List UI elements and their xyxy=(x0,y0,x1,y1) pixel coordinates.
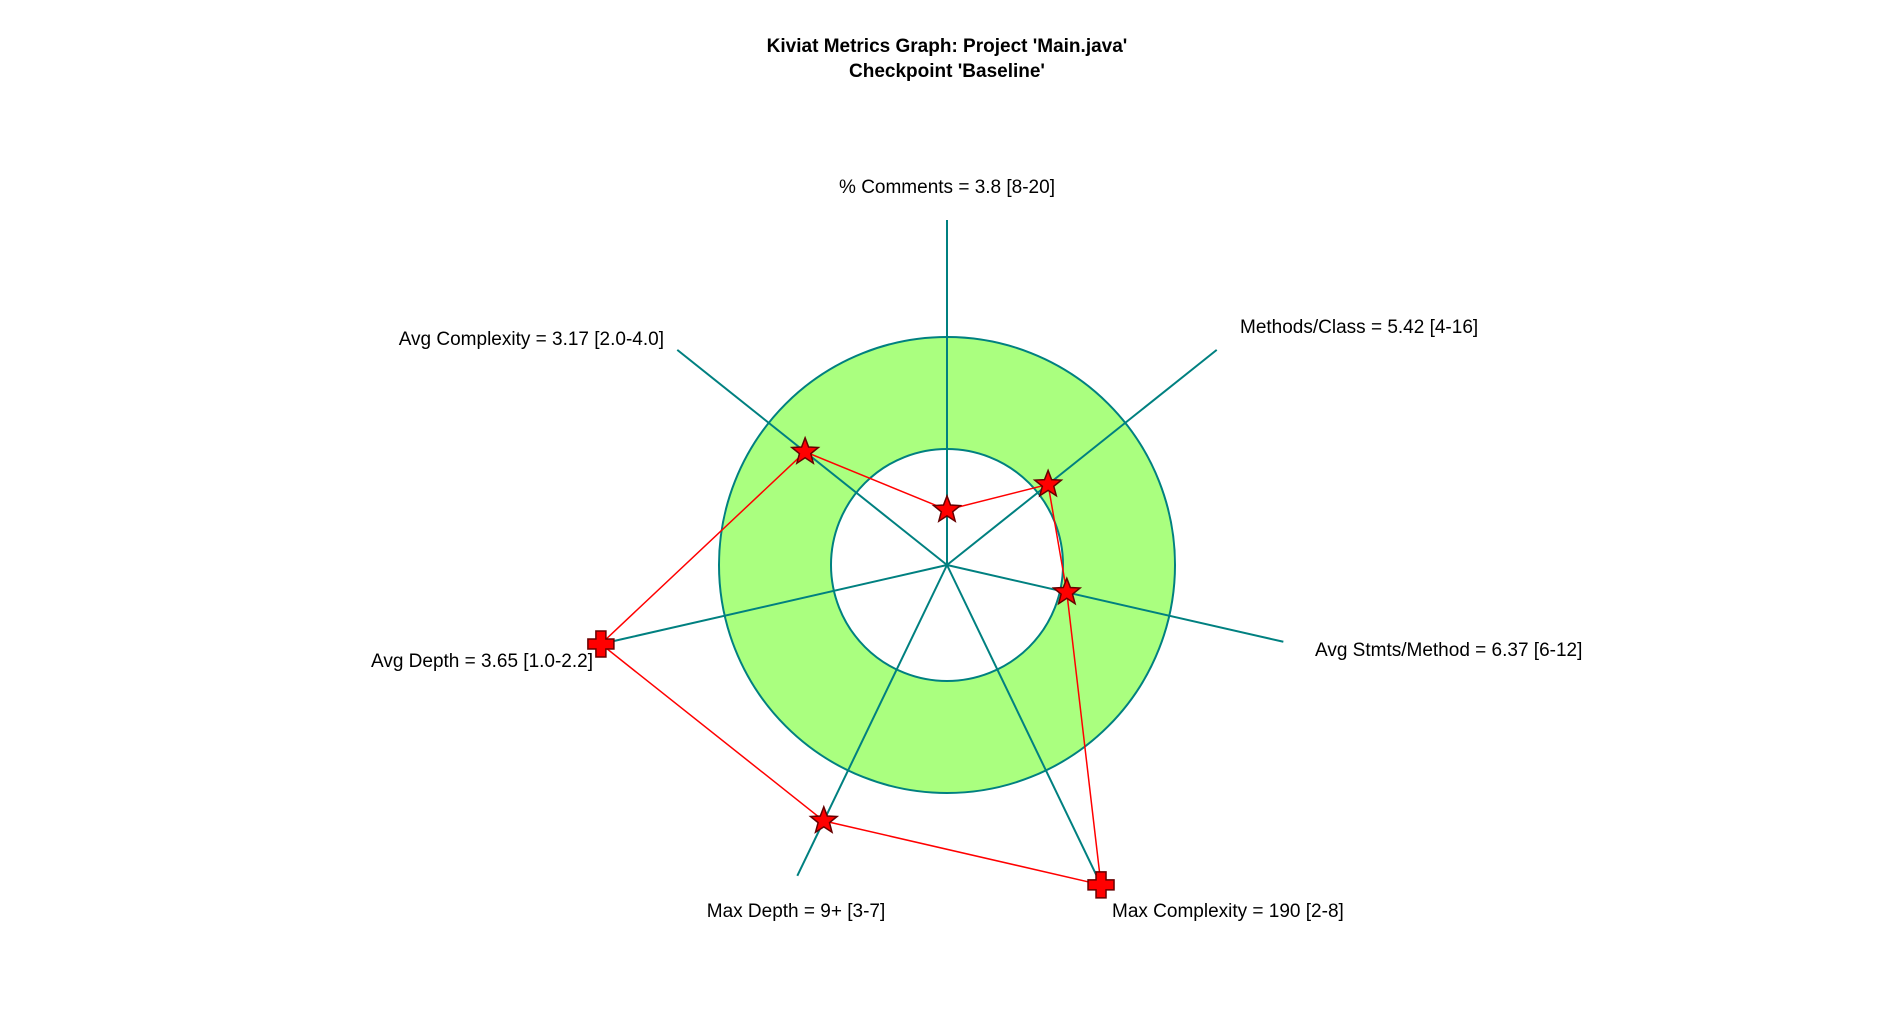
value-marker-cross xyxy=(587,630,615,658)
axis-label: Max Complexity = 190 [2-8] xyxy=(1112,901,1344,922)
axis-line xyxy=(946,564,1098,877)
value-marker-cross xyxy=(1087,871,1115,899)
axis-line xyxy=(946,564,1284,643)
axis-label: % Comments = 3.8 [8-20] xyxy=(839,177,1055,198)
axis-line xyxy=(946,349,1218,566)
markers-layer xyxy=(587,435,1115,899)
value-marker-star xyxy=(931,493,963,523)
axis-label: Avg Complexity = 3.17 [2.0-4.0] xyxy=(399,329,664,350)
axis-label: Methods/Class = 5.42 [4-16] xyxy=(1240,317,1478,338)
chart-title: Kiviat Metrics Graph: Project 'Main.java… xyxy=(767,36,1128,57)
axis-labels-layer: % Comments = 3.8 [8-20] Methods/Class = 5… xyxy=(371,177,1582,922)
value-polygon xyxy=(599,450,1102,886)
axis-line xyxy=(610,564,948,643)
value-polygon-layer xyxy=(599,450,1102,886)
axis-label: Max Depth = 9+ [3-7] xyxy=(707,901,886,922)
value-marker-star xyxy=(789,435,821,465)
chart-subtitle: Checkpoint 'Baseline' xyxy=(849,61,1045,82)
value-marker-star xyxy=(1051,576,1083,606)
axis-label: Avg Stmts/Method = 6.37 [6-12] xyxy=(1315,640,1582,661)
axis-label: Avg Depth = 3.65 [1.0-2.2] xyxy=(371,651,593,672)
value-marker-star xyxy=(808,804,840,834)
value-marker-star xyxy=(1032,468,1064,498)
